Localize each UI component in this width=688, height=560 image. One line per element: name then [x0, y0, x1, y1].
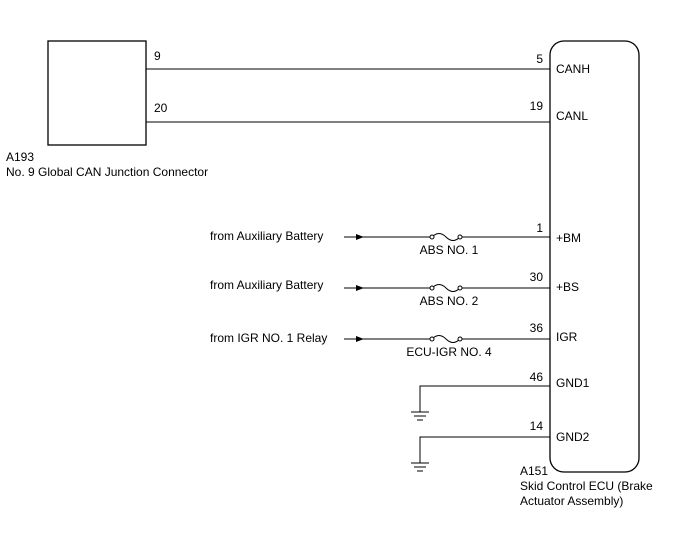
fuse-1-icon — [431, 233, 461, 241]
gnd2-ground-icon — [411, 462, 429, 472]
a193-ref: A193 — [6, 150, 34, 164]
feed-1-source: from Auxiliary Battery — [210, 229, 323, 243]
fuse-3-label: ECU-IGR NO. 4 — [406, 345, 492, 359]
terminal-bs: +BS — [556, 280, 579, 294]
fuse-2-terminal-left — [429, 285, 435, 291]
feed-2-source: from Auxiliary Battery — [210, 278, 323, 292]
terminal-igr: IGR — [556, 330, 578, 344]
gnd1-ground-icon — [411, 411, 429, 421]
a193-pin-9: 9 — [154, 49, 161, 63]
gnd1-wire — [419, 385, 550, 412]
pin-30: 30 — [530, 270, 544, 284]
terminal-gnd2: GND2 — [556, 430, 590, 444]
fuse-2-label: ABS NO. 2 — [420, 294, 479, 308]
fuse-1-terminal-right — [457, 234, 463, 240]
fuse-2-terminal-right — [457, 285, 463, 291]
terminal-canl: CANL — [556, 109, 588, 123]
a193-connector-box — [47, 40, 147, 146]
ecu-ref: A151 — [520, 464, 548, 478]
fuse-1-label: ABS NO. 1 — [420, 243, 479, 257]
fuse-3-icon — [431, 335, 461, 343]
ecu-a151-box — [549, 40, 640, 473]
feed-3-source: from IGR NO. 1 Relay — [210, 331, 327, 345]
fuse-1-terminal-left — [429, 234, 435, 240]
fuse-3-terminal-left — [429, 336, 435, 342]
ecu-name-line2: Actuator Assembly) — [520, 494, 623, 508]
pin-36: 36 — [530, 321, 544, 335]
a193-name: No. 9 Global CAN Junction Connector — [6, 165, 208, 179]
fuse-2-icon — [431, 284, 461, 292]
terminal-canh: CANH — [556, 62, 590, 76]
fuse-3-terminal-right — [457, 336, 463, 342]
ecu-name-line1: Skid Control ECU (Brake — [520, 479, 653, 493]
pin-46: 46 — [530, 370, 544, 384]
pin-1: 1 — [536, 221, 543, 235]
terminal-bm: +BM — [556, 231, 581, 245]
a193-pin-20: 20 — [154, 101, 168, 115]
pin-5: 5 — [536, 52, 543, 66]
terminal-gnd1: GND1 — [556, 376, 590, 390]
pin-14: 14 — [530, 419, 544, 433]
pin-19: 19 — [530, 99, 544, 113]
gnd2-wire — [419, 436, 550, 463]
